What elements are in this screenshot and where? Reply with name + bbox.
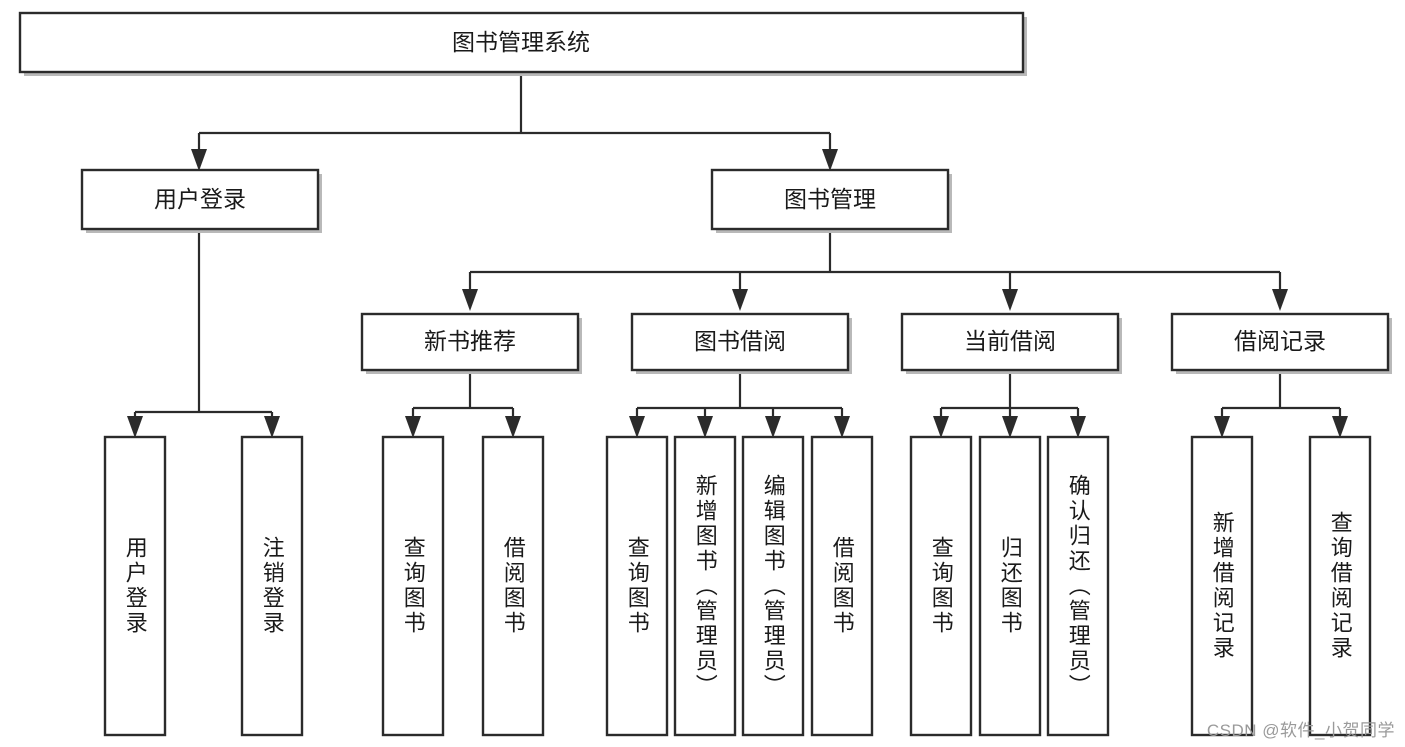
arrow-head-book-borrow-leaf-1 (629, 416, 645, 438)
book-manage-box[interactable] (710, 168, 950, 231)
arrow-head-current-borrow-leaf-3 (1070, 416, 1086, 438)
leaf-box-book-borrow-4[interactable] (810, 435, 874, 737)
borrow-record-label: 借阅记录 (1234, 328, 1326, 354)
root-label: 图书管理系统 (452, 29, 590, 55)
leaf-box-new-book-2[interactable] (481, 435, 545, 737)
leaf-box-current-borrow-1[interactable] (909, 435, 973, 737)
arrow-head-new-book-leaf-1 (405, 416, 421, 438)
leaf-box-book-borrow-1[interactable] (605, 435, 669, 737)
connector-borrow-record-to-leaves (1220, 374, 1342, 426)
node-new-book-recommend[interactable]: 新书推荐 (360, 312, 582, 374)
node-root-system[interactable]: 图书管理系统 (18, 11, 1027, 76)
book-manage-label: 图书管理 (784, 186, 876, 212)
arrow-head-to-borrow-record (1272, 289, 1288, 311)
leaf-box-new-book-1[interactable] (381, 435, 445, 737)
connector-new-book-to-leaves (411, 374, 515, 426)
arrow-head-to-user-login (191, 149, 207, 171)
connector-book-borrow-to-leaves (635, 374, 844, 426)
book-borrow-box[interactable] (630, 312, 850, 372)
leaf-box-layer (103, 435, 1372, 737)
arrow-head-current-borrow-leaf-2 (1002, 416, 1018, 438)
node-book-manage[interactable]: 图书管理 (710, 168, 952, 233)
node-current-borrow[interactable]: 当前借阅 (900, 312, 1122, 374)
current-borrow-box[interactable] (900, 312, 1120, 372)
leaf-box-book-borrow-3[interactable] (741, 435, 805, 737)
connector-user-login-to-leaves (133, 233, 274, 426)
arrow-head-to-book-borrow (732, 289, 748, 311)
arrow-head-current-borrow-leaf-1 (933, 416, 949, 438)
arrow-head-to-new-book (462, 289, 478, 311)
book-borrow-label: 图书借阅 (694, 328, 786, 354)
arrow-head-borrow-record-leaf-2 (1332, 416, 1348, 438)
user-login-box[interactable] (80, 168, 320, 231)
root-box[interactable] (18, 11, 1025, 74)
connector-book-manage-to-level3 (468, 233, 1282, 298)
connector-root-to-level2 (197, 76, 832, 160)
arrow-head-to-book-manage (822, 149, 838, 171)
arrow-head-new-book-leaf-2 (505, 416, 521, 438)
leaf-box-current-borrow-2[interactable] (978, 435, 1042, 737)
arrow-head-user-login-leaf-1 (127, 416, 143, 438)
arrow-head-borrow-record-leaf-1 (1214, 416, 1230, 438)
node-book-borrow[interactable]: 图书借阅 (630, 312, 852, 374)
node-user-login[interactable]: 用户登录 (80, 168, 322, 233)
leaf-box-user-login-1[interactable] (103, 435, 167, 737)
new-book-label: 新书推荐 (424, 328, 516, 354)
borrow-record-box[interactable] (1170, 312, 1390, 372)
new-book-box[interactable] (360, 312, 580, 372)
node-borrow-record[interactable]: 借阅记录 (1170, 312, 1392, 374)
arrow-head-book-borrow-leaf-4 (834, 416, 850, 438)
arrow-head-book-borrow-leaf-3 (765, 416, 781, 438)
leaf-box-borrow-record-2[interactable] (1308, 435, 1372, 737)
arrow-head-user-login-leaf-2 (264, 416, 280, 438)
leaf-box-borrow-record-1[interactable] (1190, 435, 1254, 737)
arrow-head-book-borrow-leaf-2 (697, 416, 713, 438)
leaf-box-current-borrow-3[interactable] (1046, 435, 1110, 737)
current-borrow-label: 当前借阅 (964, 328, 1056, 354)
arrow-head-to-current-borrow (1002, 289, 1018, 311)
leaf-box-user-login-2[interactable] (240, 435, 304, 737)
connector-layer (127, 76, 1348, 438)
user-login-label: 用户登录 (154, 186, 246, 212)
leaf-box-book-borrow-2[interactable] (673, 435, 737, 737)
